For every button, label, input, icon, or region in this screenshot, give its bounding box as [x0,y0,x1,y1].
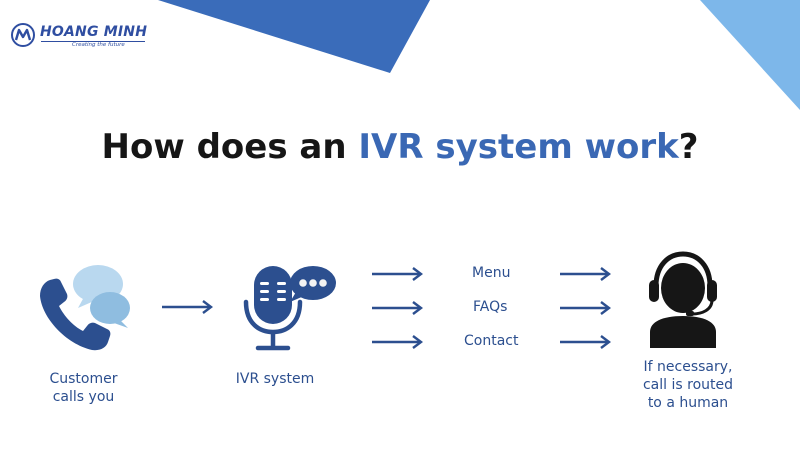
human-caption-line-3: to a human [647,395,729,411]
option-contact: Contact [464,333,519,349]
ivr-illustration [243,266,336,351]
brand-divider [41,41,145,42]
top-banner-shape [158,0,800,110]
top-right-triangle [700,0,800,110]
human-caption: If necessary, call is routed to a human [628,358,748,412]
title-accent: IVR system work [358,127,679,167]
title-part-1: How does an [101,127,359,167]
headset-agent-icon [649,251,717,348]
arrow-right-icon [560,335,611,349]
human-caption-line-1: If necessary, [643,359,733,375]
ivr-caption: IVR system [235,371,315,387]
customer-caption-line-2: calls you [52,389,115,405]
human-caption-line-2: call is routed [642,377,733,393]
customer-caption-line-1: Customer [49,371,118,387]
phone-icon [40,278,111,351]
speech-bubble-icon [290,266,336,302]
arrow-right-icon [560,267,611,281]
chat-bubbles-icon [73,265,130,328]
microphone-icon [243,266,303,351]
title-part-2: ? [678,127,699,167]
customer-caption: Customer calls you [36,370,131,406]
option-menu: Menu [472,265,511,281]
option-faqs: FAQs [473,299,508,315]
arrow-right-icon [162,300,213,314]
arrow-right-icon [372,335,423,349]
brand-logo-block: HOANG MINH Creating the future [10,20,160,52]
brand-name: HOANG MINH [40,24,148,40]
arrow-right-icon [560,301,611,315]
brand-logo-icon [11,23,35,47]
arrow-right-icon [372,267,423,281]
customer-call-illustration [40,265,130,351]
top-center-triangle [158,0,430,73]
brand-tagline: Creating the future [72,42,125,48]
page-title: How does an IVR system work? [0,127,800,167]
arrow-right-icon [372,301,423,315]
